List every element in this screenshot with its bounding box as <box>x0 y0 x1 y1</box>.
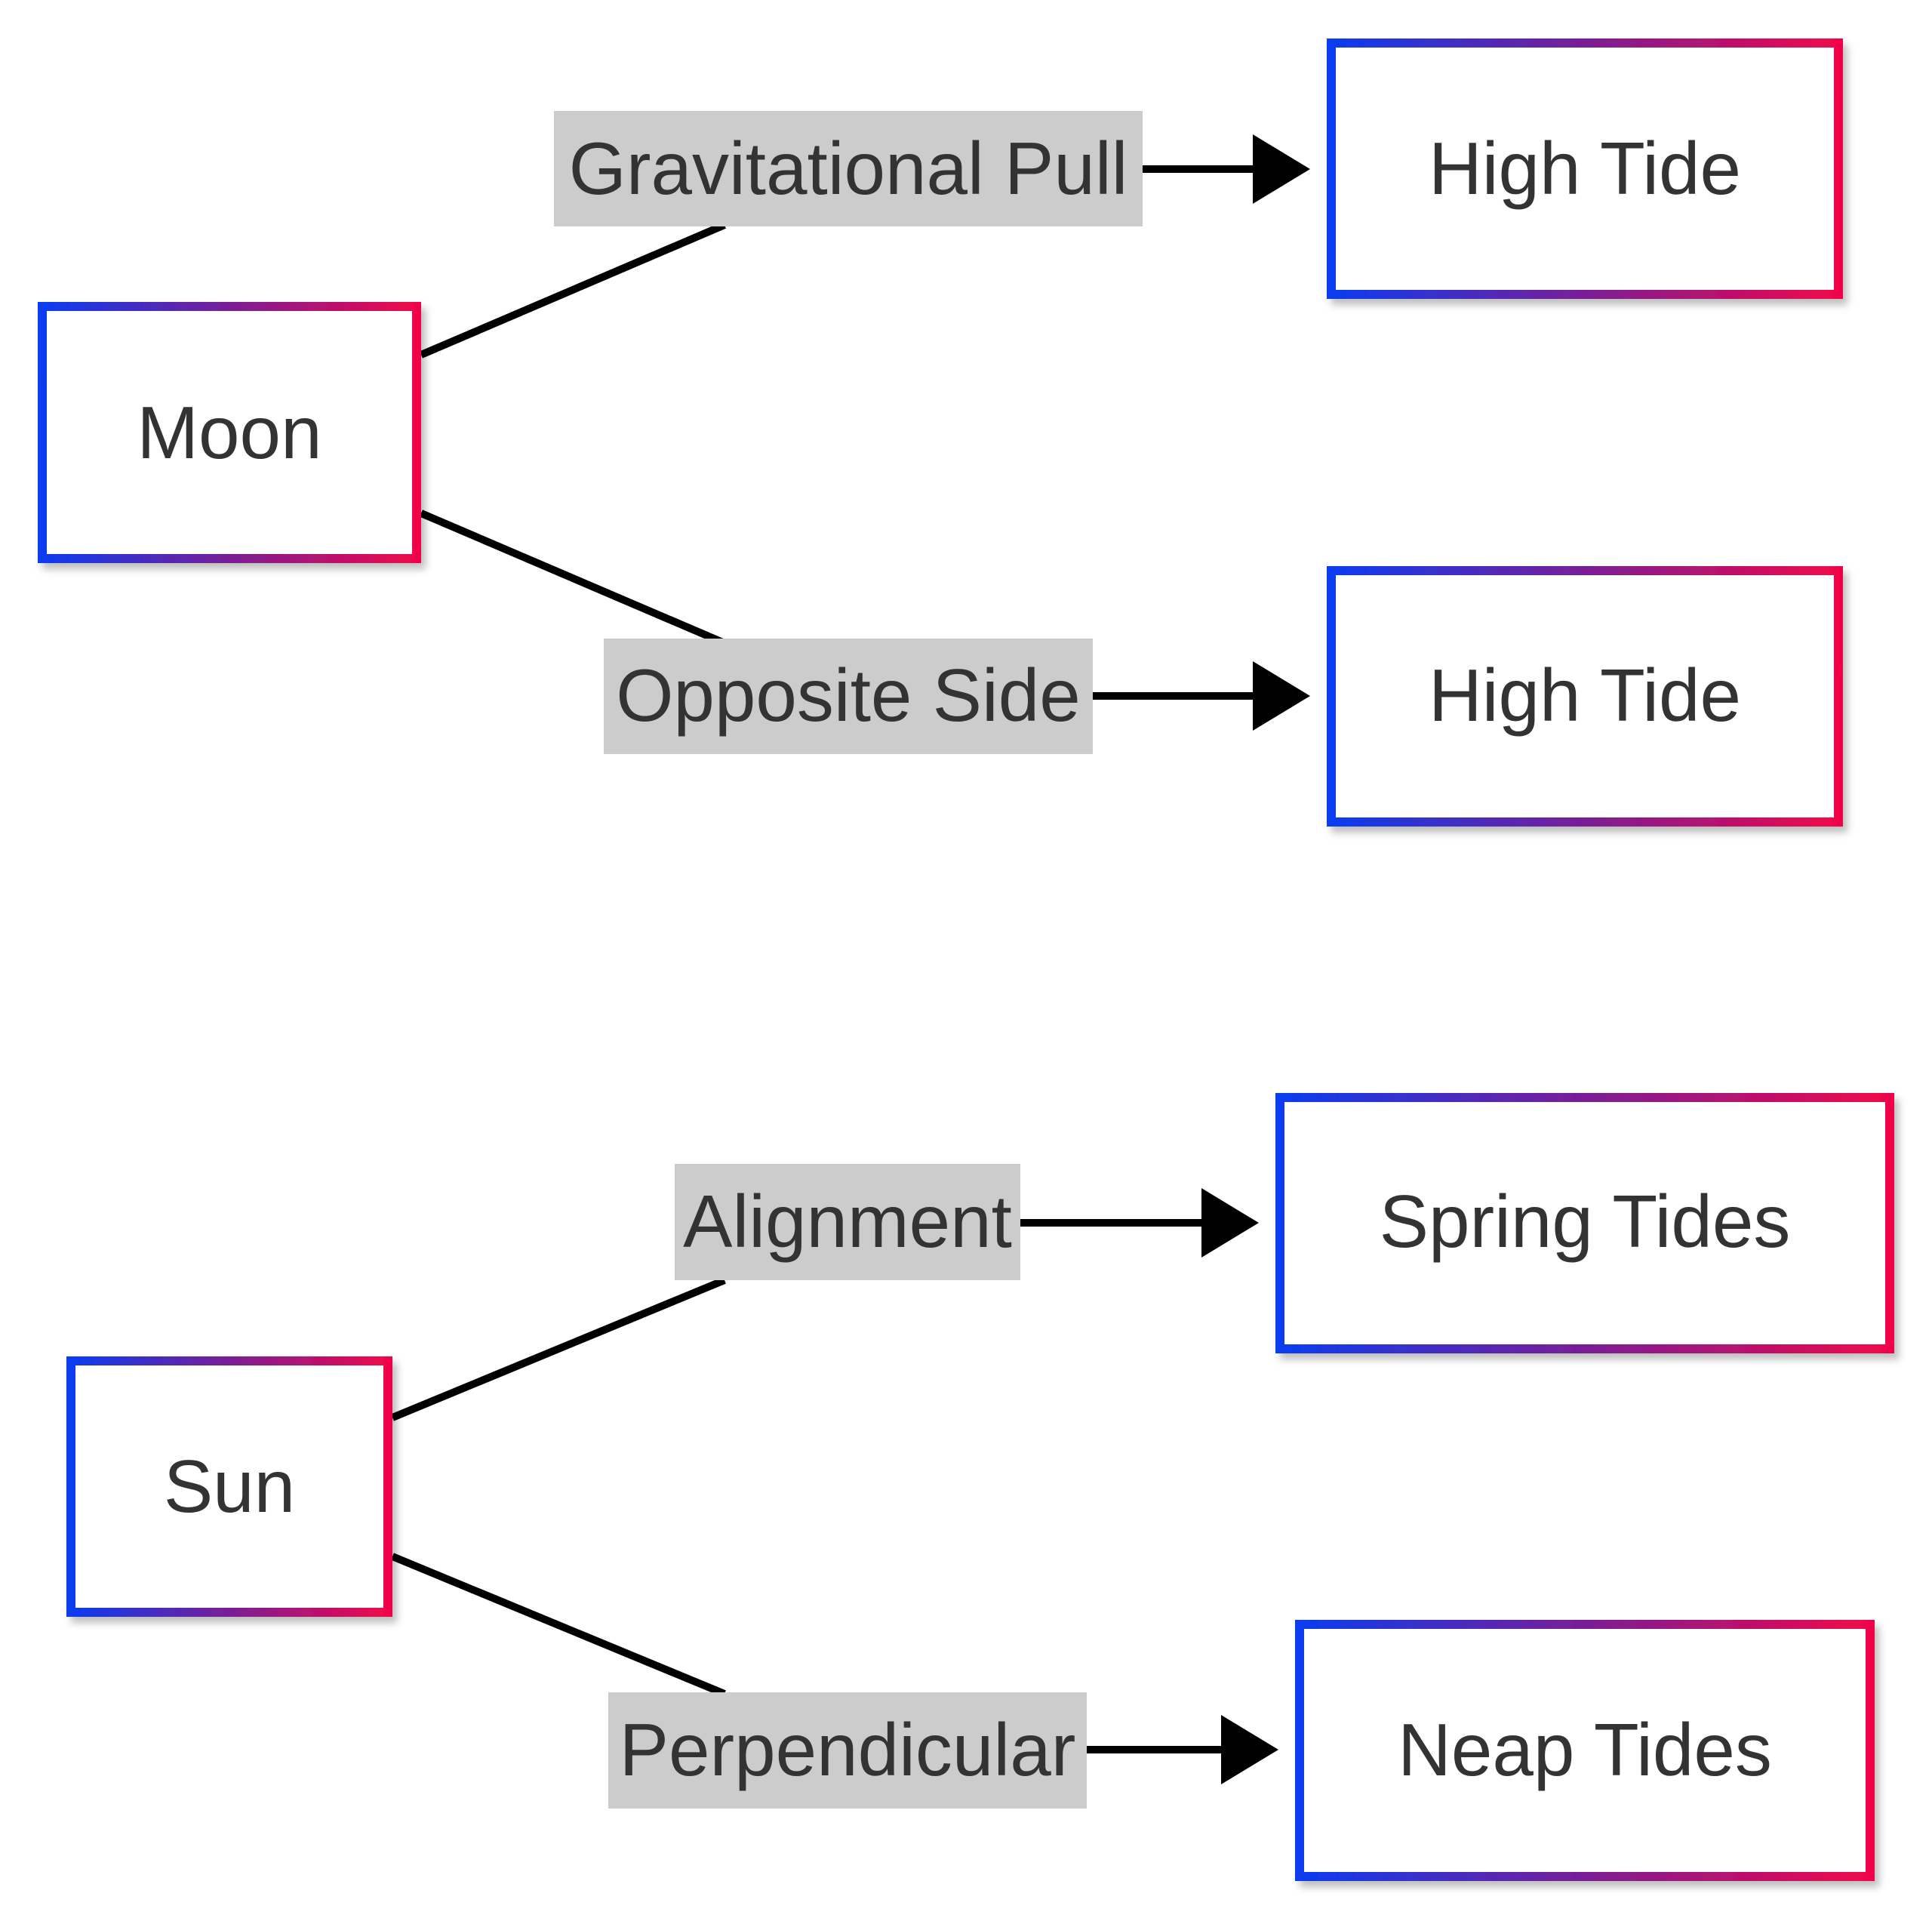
edge-sun-to-neap-tides: Perpendicular <box>391 1553 1278 1809</box>
edge-label-opposite-side: Opposite Side <box>616 654 1081 737</box>
node-sun <box>66 1356 392 1617</box>
edge-label-bg <box>554 111 1143 226</box>
node-label-moon: Moon <box>137 391 321 474</box>
edge-label-bg <box>608 1692 1087 1809</box>
node-neap-tides <box>1295 1620 1875 1881</box>
node-high-tide-2 <box>1327 566 1843 827</box>
node-moon <box>38 302 421 563</box>
node-label-high-tide-2: High Tide <box>1429 654 1741 737</box>
edge-moon-to-high-tide-1: Gravitational Pull <box>420 111 1310 359</box>
edge-sun-to-spring-tides: Alignment <box>391 1164 1259 1421</box>
arrowhead-icon <box>1201 1188 1259 1258</box>
node-label-sun: Sun <box>164 1445 295 1528</box>
node-spring-tides <box>1275 1093 1894 1353</box>
node-high-tide-1 <box>1327 38 1843 299</box>
edge-label-bg <box>675 1164 1020 1280</box>
node-label-high-tide-1: High Tide <box>1429 127 1741 210</box>
node-label-neap-tides: Neap Tides <box>1398 1708 1772 1791</box>
arrowhead-icon <box>1253 134 1310 204</box>
arrowhead-icon <box>1253 661 1310 731</box>
edge-label-gravitational-pull: Gravitational Pull <box>569 127 1128 210</box>
arrowhead-icon <box>1221 1715 1278 1784</box>
edge-label-perpendicular: Perpendicular <box>620 1708 1076 1791</box>
edge-label-bg <box>604 639 1093 754</box>
node-label-spring-tides: Spring Tides <box>1380 1180 1791 1263</box>
edge-label-alignment: Alignment <box>683 1180 1012 1263</box>
edge-moon-to-high-tide-2: Opposite Side <box>420 510 1310 754</box>
